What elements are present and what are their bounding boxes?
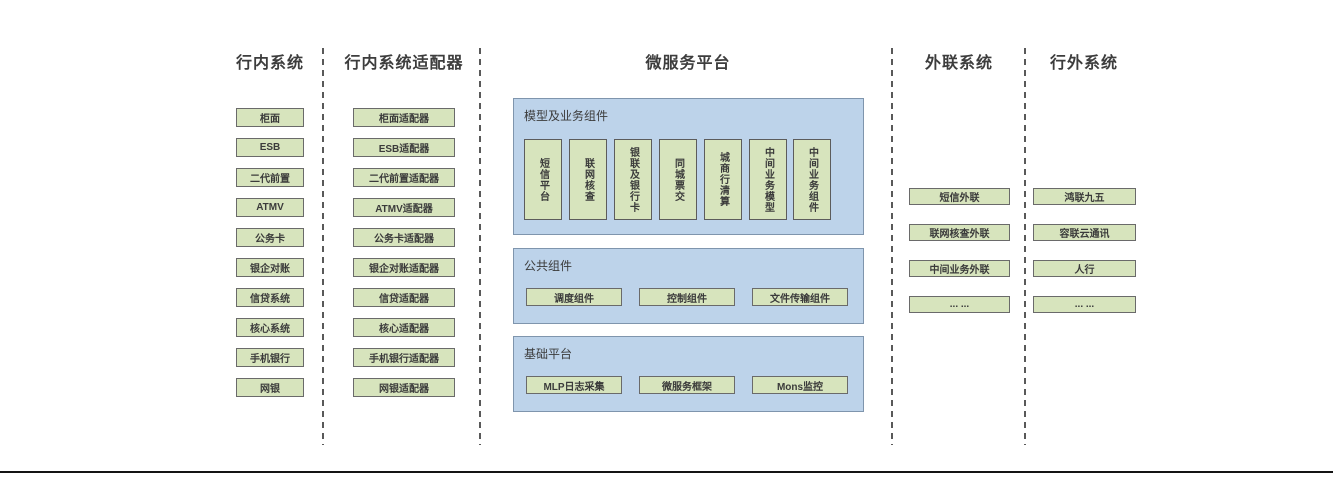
- external-box: 鸿联九五: [1033, 188, 1136, 205]
- system-box: 信贷系统: [236, 288, 304, 307]
- adapter-box: 柜面适配器: [353, 108, 455, 127]
- adapter-box: 核心适配器: [353, 318, 455, 337]
- column-header-internal-adapters: 行内系统适配器: [344, 55, 464, 72]
- system-box: ESB: [236, 138, 304, 157]
- system-box: 网银: [236, 378, 304, 397]
- system-box: 公务卡: [236, 228, 304, 247]
- column-header-internal-systems: 行内系统: [235, 55, 304, 72]
- system-box: 核心系统: [236, 318, 304, 337]
- panel-title: 公共组件: [524, 259, 573, 273]
- vertical-component-box: 中间业务模型: [749, 139, 787, 220]
- adapter-box: ATMV适配器: [353, 198, 455, 217]
- vertical-component-box: 城商行清算: [704, 139, 742, 220]
- component-box: 微服务框架: [639, 376, 735, 394]
- system-box: 手机银行: [236, 348, 304, 367]
- system-box: ATMV: [236, 198, 304, 217]
- vertical-component-box: 银联及银行卡: [614, 139, 652, 220]
- external-box: 容联云通讯: [1033, 224, 1136, 241]
- external-box: ... ...: [1033, 296, 1136, 313]
- divider-line: [322, 48, 324, 445]
- adapter-box: 公务卡适配器: [353, 228, 455, 247]
- panel-base-platform: 基础平台 MLP日志采集 微服务框架 Mons监控: [513, 336, 864, 412]
- vertical-component-box: 联网核查: [569, 139, 607, 220]
- column-header-external-systems: 行外系统: [1049, 55, 1118, 72]
- system-box: 二代前置: [236, 168, 304, 187]
- component-box: 文件传输组件: [752, 288, 848, 306]
- adapter-box: 手机银行适配器: [353, 348, 455, 367]
- component-box: 控制组件: [639, 288, 735, 306]
- divider-line: [479, 48, 481, 445]
- adapter-box: 信贷适配器: [353, 288, 455, 307]
- column-header-outreach-systems: 外联系统: [924, 55, 993, 72]
- adapter-box: 银企对账适配器: [353, 258, 455, 277]
- panel-model-business-components: 模型及业务组件 短信平台 联网核查 银联及银行卡 同城票交 城商行清算 中间业务…: [513, 98, 864, 235]
- outreach-box: 短信外联: [909, 188, 1010, 205]
- adapter-box: 网银适配器: [353, 378, 455, 397]
- system-box: 银企对账: [236, 258, 304, 277]
- adapter-box: ESB适配器: [353, 138, 455, 157]
- system-box: 柜面: [236, 108, 304, 127]
- panel-common-components: 公共组件 调度组件 控制组件 文件传输组件: [513, 248, 864, 324]
- outreach-box: ... ...: [909, 296, 1010, 313]
- adapter-box: 二代前置适配器: [353, 168, 455, 187]
- vertical-component-box: 同城票交: [659, 139, 697, 220]
- panel-title: 模型及业务组件: [524, 109, 609, 123]
- column-header-microservice-platform: 微服务平台: [645, 55, 731, 72]
- component-box: 调度组件: [526, 288, 622, 306]
- vertical-component-box: 中间业务组件: [793, 139, 831, 220]
- component-box: Mons监控: [752, 376, 848, 394]
- vertical-component-box: 短信平台: [524, 139, 562, 220]
- outreach-box: 中间业务外联: [909, 260, 1010, 277]
- divider-line: [1024, 48, 1026, 445]
- panel-title: 基础平台: [524, 347, 573, 361]
- outreach-box: 联网核查外联: [909, 224, 1010, 241]
- bottom-rule: [0, 471, 1333, 473]
- external-box: 人行: [1033, 260, 1136, 277]
- divider-line: [891, 48, 893, 445]
- component-box: MLP日志采集: [526, 376, 622, 394]
